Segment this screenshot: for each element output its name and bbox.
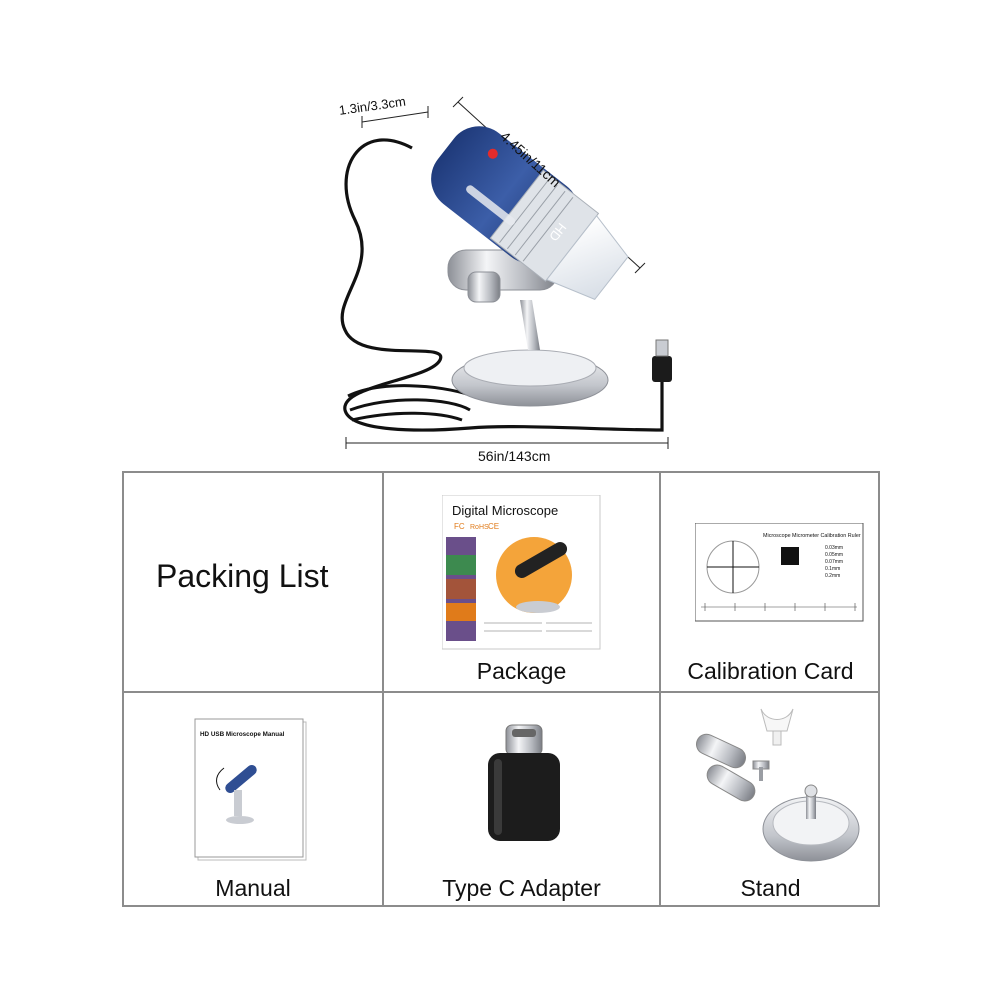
stand-parts-image xyxy=(695,708,860,862)
calibration-scale: 0.2mm xyxy=(825,573,840,579)
packing-list-table: Packing List Digital Microscope FC RoHS … xyxy=(122,471,880,907)
microscope-drawing: HD xyxy=(340,96,672,449)
table-divider xyxy=(124,691,878,693)
package-mark: RoHS xyxy=(470,524,489,531)
package-label: Package xyxy=(476,658,567,684)
manual-label: Manual xyxy=(215,875,291,901)
packing-list-title: Packing List xyxy=(156,558,329,594)
stand-base xyxy=(447,249,609,407)
manual-cell: HD USB Microscope Manual Manual xyxy=(124,693,382,907)
calibration-scale: 0.03mm xyxy=(825,545,843,551)
usb-plug-icon xyxy=(652,339,672,382)
stand-cell: Stand xyxy=(661,693,880,907)
package-mark: CE xyxy=(488,522,499,531)
table-divider xyxy=(382,473,384,905)
packing-list-title-cell: Packing List xyxy=(124,473,382,691)
package-box-title: Digital Microscope xyxy=(452,503,558,518)
usb-cable xyxy=(340,138,664,432)
stand-label: Stand xyxy=(740,875,801,901)
microscope-body xyxy=(431,126,629,300)
package-box-image: Digital Microscope FC RoHS CE xyxy=(442,495,601,650)
manual-image: HD USB Microscope Manual xyxy=(194,718,307,861)
calibration-scale: 0.05mm xyxy=(825,552,843,558)
package-cell: Digital Microscope FC RoHS CE Package xyxy=(384,473,659,691)
type-c-adapter-cell: Type C Adapter xyxy=(384,693,659,907)
manual-title: HD USB Microscope Manual xyxy=(200,731,285,738)
calibration-card-title: Microscope Micrometer Calibration Ruler xyxy=(763,533,861,539)
calibration-card-label: Calibration Card xyxy=(687,658,854,684)
calibration-scale: 0.07mm xyxy=(825,559,843,565)
product-illustration: HD 1.3in/3.3cm 4.45in/11cm 56in/143cm xyxy=(0,0,1000,470)
cable-length-label: 56in/143cm xyxy=(478,448,551,464)
calibration-card-image: Microscope Micrometer Calibration Ruler … xyxy=(695,523,864,622)
calibration-card-cell: Microscope Micrometer Calibration Ruler … xyxy=(661,473,880,691)
package-mark: FC xyxy=(454,522,465,531)
type-c-adapter-image xyxy=(488,724,560,841)
calibration-scale: 0.1mm xyxy=(825,566,840,572)
type-c-adapter-label: Type C Adapter xyxy=(442,875,601,901)
table-divider xyxy=(659,473,661,905)
